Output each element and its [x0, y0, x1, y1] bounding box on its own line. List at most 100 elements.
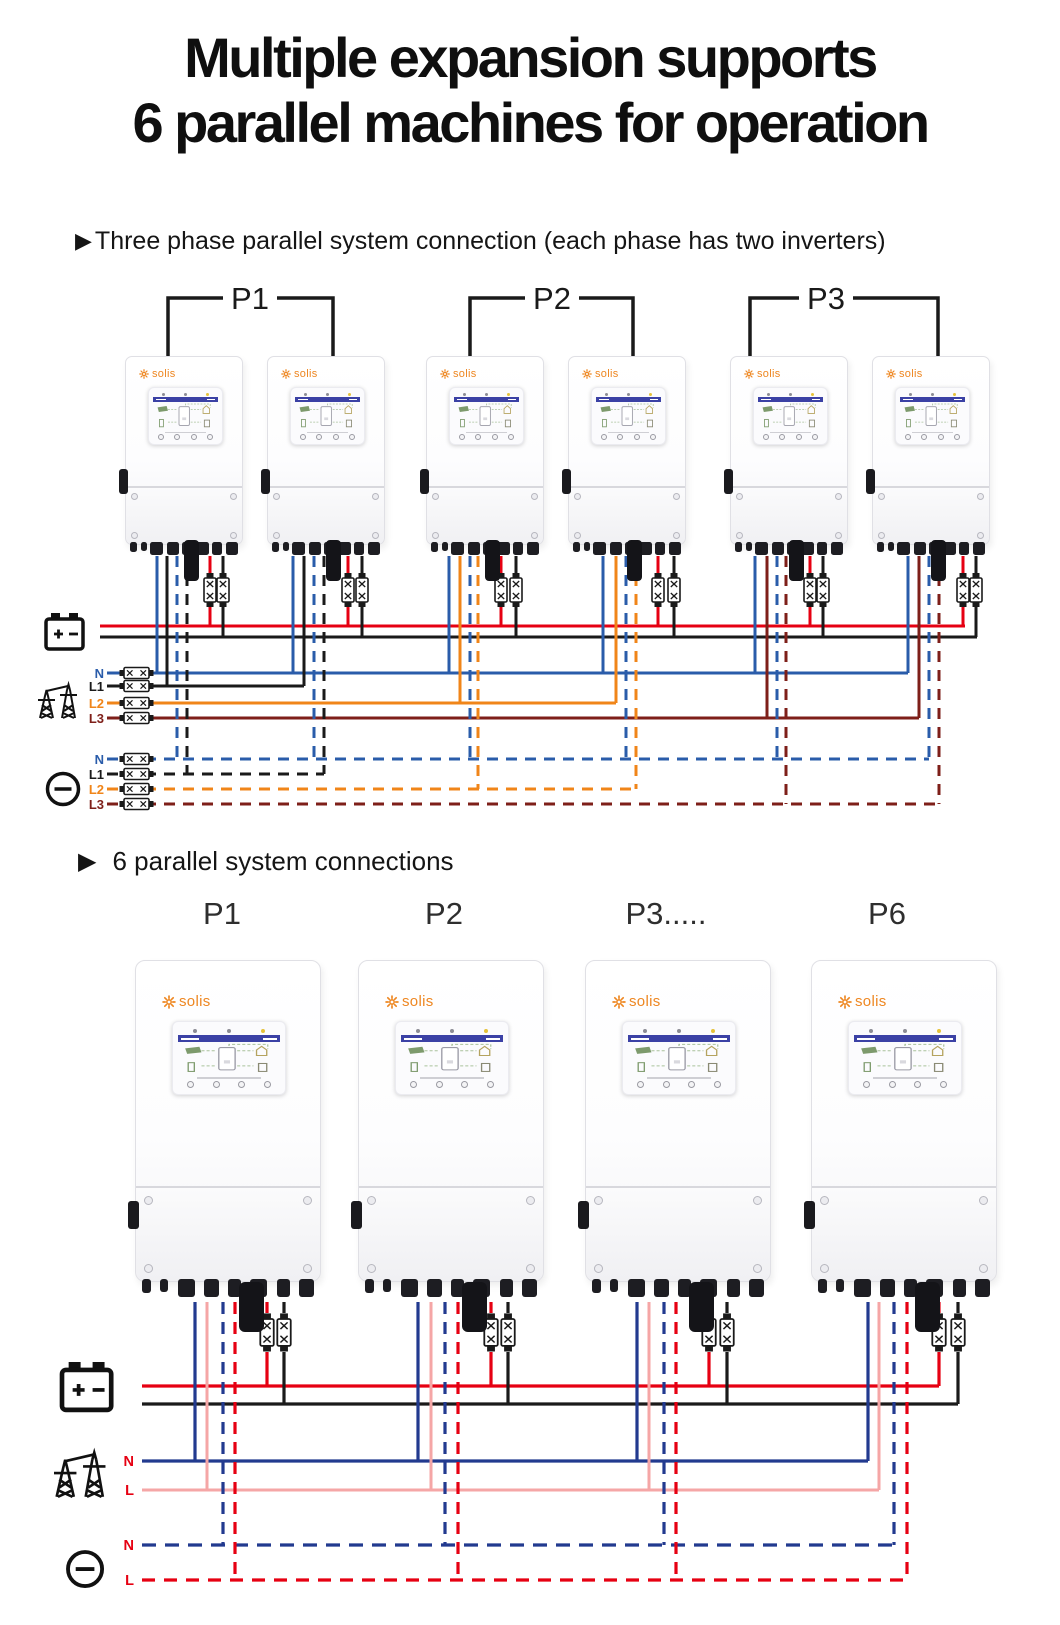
display-caption-line	[608, 431, 649, 433]
status-led-row	[596, 391, 661, 397]
solis-logo: solis	[440, 368, 477, 380]
inverter-display	[895, 387, 970, 445]
brand-text: solis	[402, 993, 434, 1010]
display-header-bar	[401, 1035, 503, 1042]
alarm-led	[810, 392, 814, 396]
battery-small-icon	[637, 1062, 645, 1072]
solis-logo: solis	[139, 368, 176, 380]
solis-sun-icon	[612, 994, 626, 1009]
cable-gland	[276, 1279, 290, 1297]
solis-inverter: solis	[562, 356, 686, 588]
bottom-connector-row	[818, 1279, 990, 1301]
cable-gland	[203, 1279, 219, 1297]
solis-inverter: solis	[128, 960, 321, 1352]
solis-inverter: solis	[261, 356, 385, 588]
up-button	[921, 434, 928, 440]
brand-text: solis	[595, 368, 619, 380]
brand-text: solis	[629, 993, 661, 1010]
pv-panel-icon	[458, 406, 469, 413]
mc4-connector	[877, 542, 884, 552]
mc4-connector	[735, 542, 742, 552]
button-row	[178, 1079, 280, 1090]
display-header-bar	[295, 397, 360, 402]
cable-gland	[668, 542, 681, 555]
solis-logo: solis	[612, 993, 661, 1010]
inverter-body: solis	[724, 356, 848, 545]
esc-button	[637, 1081, 645, 1088]
brand-text: solis	[179, 993, 211, 1010]
cable-gland	[367, 542, 380, 555]
title-line-2: 6 parallel machines for operation	[132, 90, 930, 154]
screw-icon	[230, 493, 237, 500]
unit-label-p3: P3.....	[625, 896, 707, 931]
display-caption-line	[912, 431, 953, 433]
grid-small-icon	[203, 419, 210, 428]
enter-button	[348, 434, 355, 440]
inverter-lower-panel	[731, 486, 847, 544]
cable-gland	[879, 1279, 895, 1297]
alarm-led	[484, 1028, 488, 1033]
button-row	[454, 433, 519, 441]
up-button	[475, 434, 482, 440]
energy-flow-diagram	[185, 1043, 269, 1072]
display-header-bar	[900, 397, 965, 402]
mc4-connector	[142, 1279, 151, 1293]
grid-small-icon	[646, 419, 653, 428]
main-ac-connector	[689, 1282, 714, 1332]
screw-icon	[531, 493, 538, 500]
home-small-icon	[931, 1045, 944, 1057]
bottom-connector-row	[365, 1279, 537, 1301]
inverter-small-icon	[621, 406, 633, 426]
enter-button	[953, 434, 960, 440]
display-caption-line	[873, 1077, 937, 1079]
cable-gland	[496, 542, 510, 555]
inverter-small-icon	[320, 406, 332, 426]
display-header-bar	[178, 1035, 280, 1042]
cable-gland	[959, 542, 970, 555]
solis-logo: solis	[582, 368, 619, 380]
inverter-small-icon	[479, 406, 491, 426]
energy-flow-diagram	[904, 403, 958, 428]
bullet-triangle-icon: ▶	[75, 228, 92, 253]
bottom-connector-row	[142, 1279, 314, 1301]
mc4-connector	[365, 1279, 374, 1293]
brand-text: solis	[899, 368, 923, 380]
mc4-connector	[140, 542, 147, 551]
inverter-body: solis	[420, 356, 544, 545]
alarm-led	[952, 392, 956, 396]
button-row	[854, 1079, 956, 1090]
solis-sun-icon	[582, 369, 592, 379]
operation-led	[450, 1028, 454, 1033]
enter-button	[811, 434, 818, 440]
power-led	[643, 1028, 647, 1033]
cable-gland	[308, 542, 321, 555]
grid-small-icon	[808, 419, 815, 428]
unit-label-p1: P1	[203, 896, 241, 931]
inverter-display	[591, 387, 666, 445]
button-row	[628, 1079, 730, 1090]
alarm-led	[506, 392, 510, 396]
solis-inverter: solis	[578, 960, 771, 1352]
operation-led	[788, 392, 792, 396]
mc4-connector	[573, 542, 580, 552]
operation-led	[903, 1028, 907, 1033]
inverter-display	[449, 387, 524, 445]
power-led	[416, 1028, 420, 1033]
mc4-connector	[282, 542, 289, 551]
battery-small-icon	[187, 1062, 195, 1072]
dc-switch-knob	[578, 1201, 589, 1229]
brand-text: solis	[855, 993, 887, 1010]
unit-label-p2: P2	[425, 896, 463, 931]
display-header-bar	[454, 397, 519, 402]
battery-small-icon	[460, 418, 465, 428]
cable-gland	[212, 542, 223, 555]
enter-button	[507, 434, 514, 440]
battery-small-icon	[602, 418, 607, 428]
alarm-led	[261, 1028, 265, 1033]
cable-gland	[298, 1279, 314, 1297]
screw-icon	[673, 532, 680, 539]
cable-gland	[225, 542, 238, 555]
screw-icon	[303, 1264, 312, 1273]
